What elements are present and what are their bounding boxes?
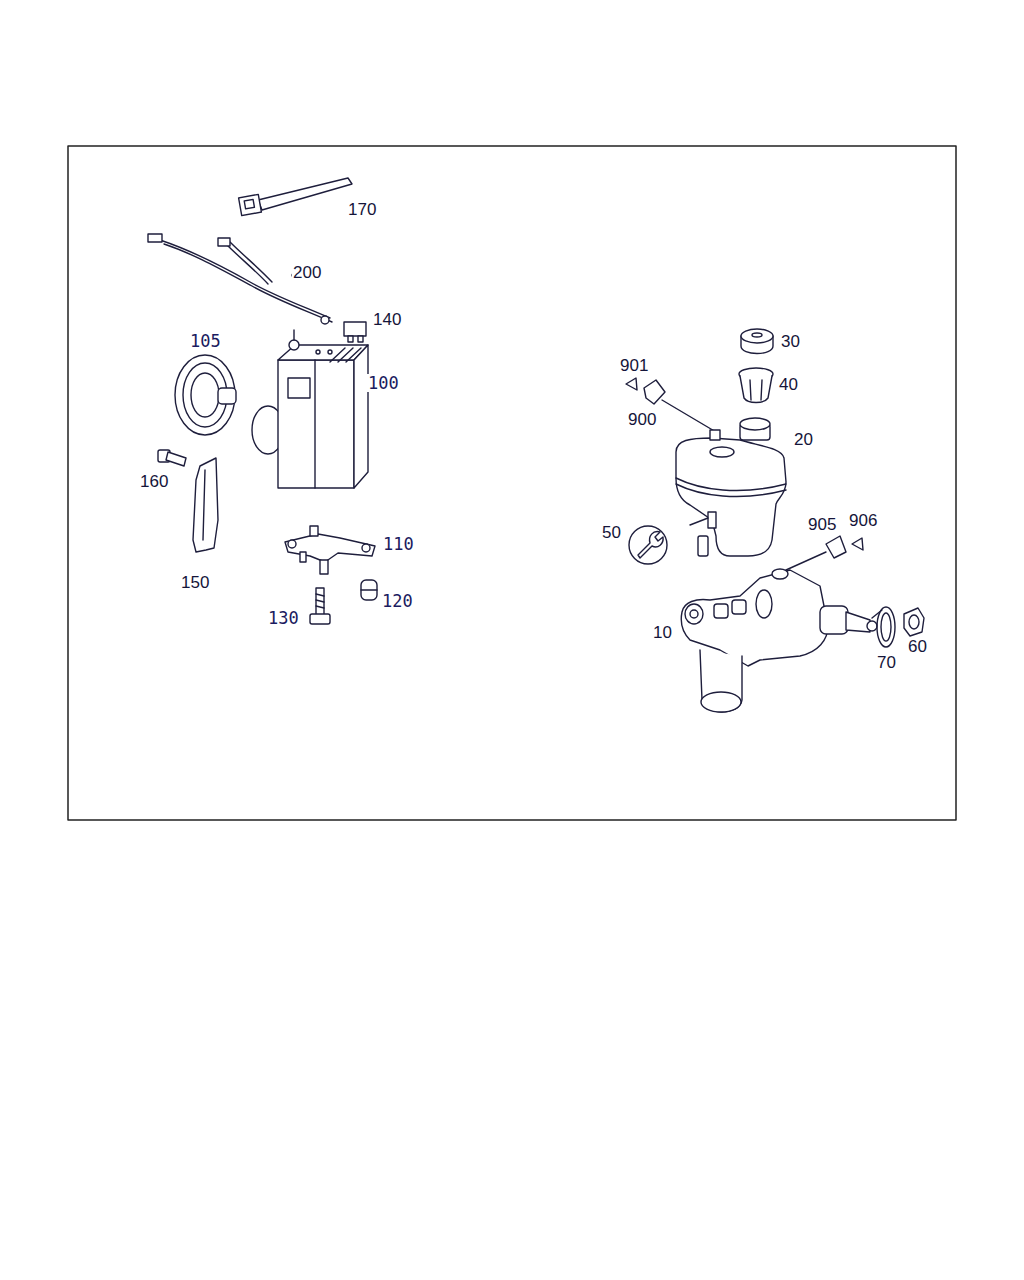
filter-strainer [739,368,773,403]
callout-number: 140 [372,311,402,329]
wire-harness [148,234,332,324]
hydraulic-unit [252,330,368,488]
callout-number: 120 [381,592,414,610]
callout-number: 110 [382,535,415,553]
reservoir-cap [741,329,773,354]
callout-number: 20 [793,431,814,449]
callout-number: 50 [601,524,622,542]
callout-number: 200 [292,264,322,282]
bolt [310,588,330,624]
callout-number: 170 [347,201,377,219]
callout-number: 906 [848,512,878,530]
callout-number: 130 [267,609,300,627]
callout-number: 150 [180,574,210,592]
callout-number: 100 [367,374,400,392]
nut [904,608,924,636]
connector [344,322,366,342]
callout-number: 105 [189,332,222,350]
callout-number: 60 [907,638,928,656]
master-cylinder [681,569,877,712]
mounting-plate [285,526,375,574]
callout-number: 40 [778,376,799,394]
grommet [361,580,377,600]
cable-tie [239,178,352,216]
sensor-parts [626,378,716,432]
callout-number: 905 [807,516,837,534]
bracket [193,458,218,552]
bolt [158,450,186,466]
callout-number: 160 [139,473,169,491]
callout-number: 10 [652,624,673,642]
callout-number: 901 [619,357,649,375]
callout-number: 70 [876,654,897,672]
accumulator [175,355,236,435]
fluid-reservoir [676,418,786,556]
callout-number: 30 [780,333,801,351]
callout-number: 900 [627,411,657,429]
seal-ring [872,607,895,647]
sensor-parts [786,536,863,570]
frame [68,146,956,820]
wrench-symbol [629,526,667,564]
